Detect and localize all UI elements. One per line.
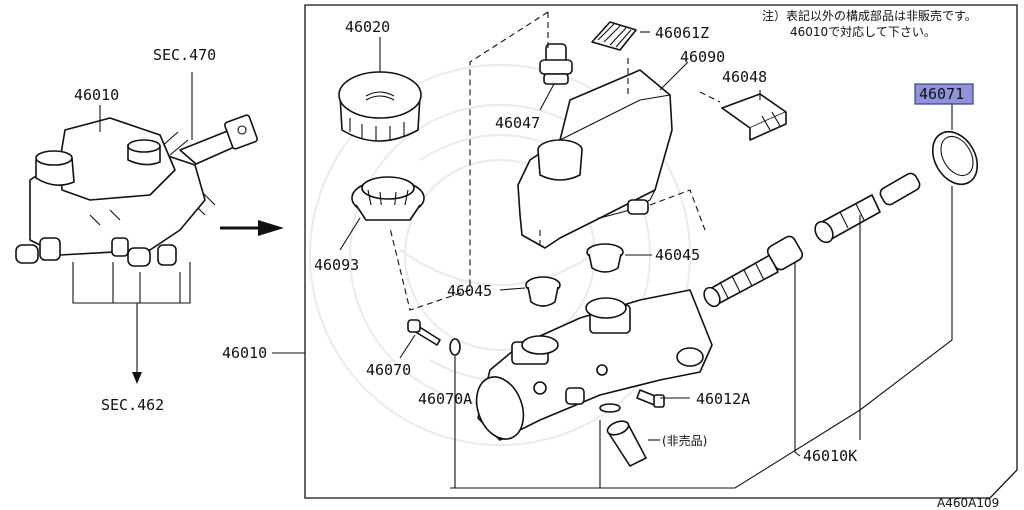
figure-code: A460A109: [937, 496, 999, 510]
direction-arrow: [220, 220, 284, 236]
part-46048-connector: [721, 93, 787, 141]
part-46010-cylinder-body: [475, 289, 713, 441]
part-46093-strainer: [351, 176, 425, 221]
label-46048[interactable]: 46048: [722, 68, 767, 86]
label-not-sold: (非売品): [662, 433, 707, 448]
label-46012a[interactable]: 46012A: [696, 390, 750, 408]
part-46012a-bleeder: [636, 389, 665, 408]
label-46010-main[interactable]: 46010: [222, 344, 267, 362]
label-46070[interactable]: 46070: [366, 361, 411, 379]
label-sec470: SEC.470: [153, 46, 216, 64]
label-46010k[interactable]: 46010K: [803, 447, 857, 465]
main-frame: [304, 4, 1018, 499]
label-46045-lower[interactable]: 46045: [447, 282, 492, 300]
label-46047[interactable]: 46047: [495, 114, 540, 132]
part-46020-cap: [338, 71, 422, 142]
note-line-1: 注）表記以外の構成部品は非販売です。: [762, 8, 977, 23]
note-line-2: 46010で対応して下さい。: [790, 25, 936, 39]
label-46093[interactable]: 46093: [314, 256, 359, 274]
part-46071-ring: [931, 130, 979, 186]
part-46045-grommet-upper: [586, 243, 624, 273]
highlight-46071: [914, 83, 974, 105]
label-46061z[interactable]: 46061Z: [655, 24, 709, 42]
label-46090[interactable]: 46090: [680, 48, 725, 66]
dashed-guide-lines: [389, 11, 721, 311]
label-46070a[interactable]: 46070A: [418, 390, 472, 408]
assembly-overview: [15, 72, 258, 384]
part-46047-seal: [539, 43, 573, 85]
part-46010k-piston-kit: [703, 172, 921, 308]
label-46045-upper[interactable]: 46045: [655, 246, 700, 264]
part-46070-bolt: [407, 319, 441, 346]
label-sec462: SEC.462: [101, 396, 164, 414]
label-46020[interactable]: 46020: [345, 18, 390, 36]
leader-lines: [272, 31, 953, 489]
part-not-sold: [599, 403, 647, 467]
part-46090-reservoir: [517, 69, 673, 249]
label-46010-left: 46010: [74, 86, 119, 104]
part-46061z-label: [591, 21, 637, 51]
part-46045-grommet-lower: [525, 276, 561, 307]
label-46071[interactable]: 46071: [919, 85, 964, 103]
part-46070a-washer: [449, 338, 461, 356]
